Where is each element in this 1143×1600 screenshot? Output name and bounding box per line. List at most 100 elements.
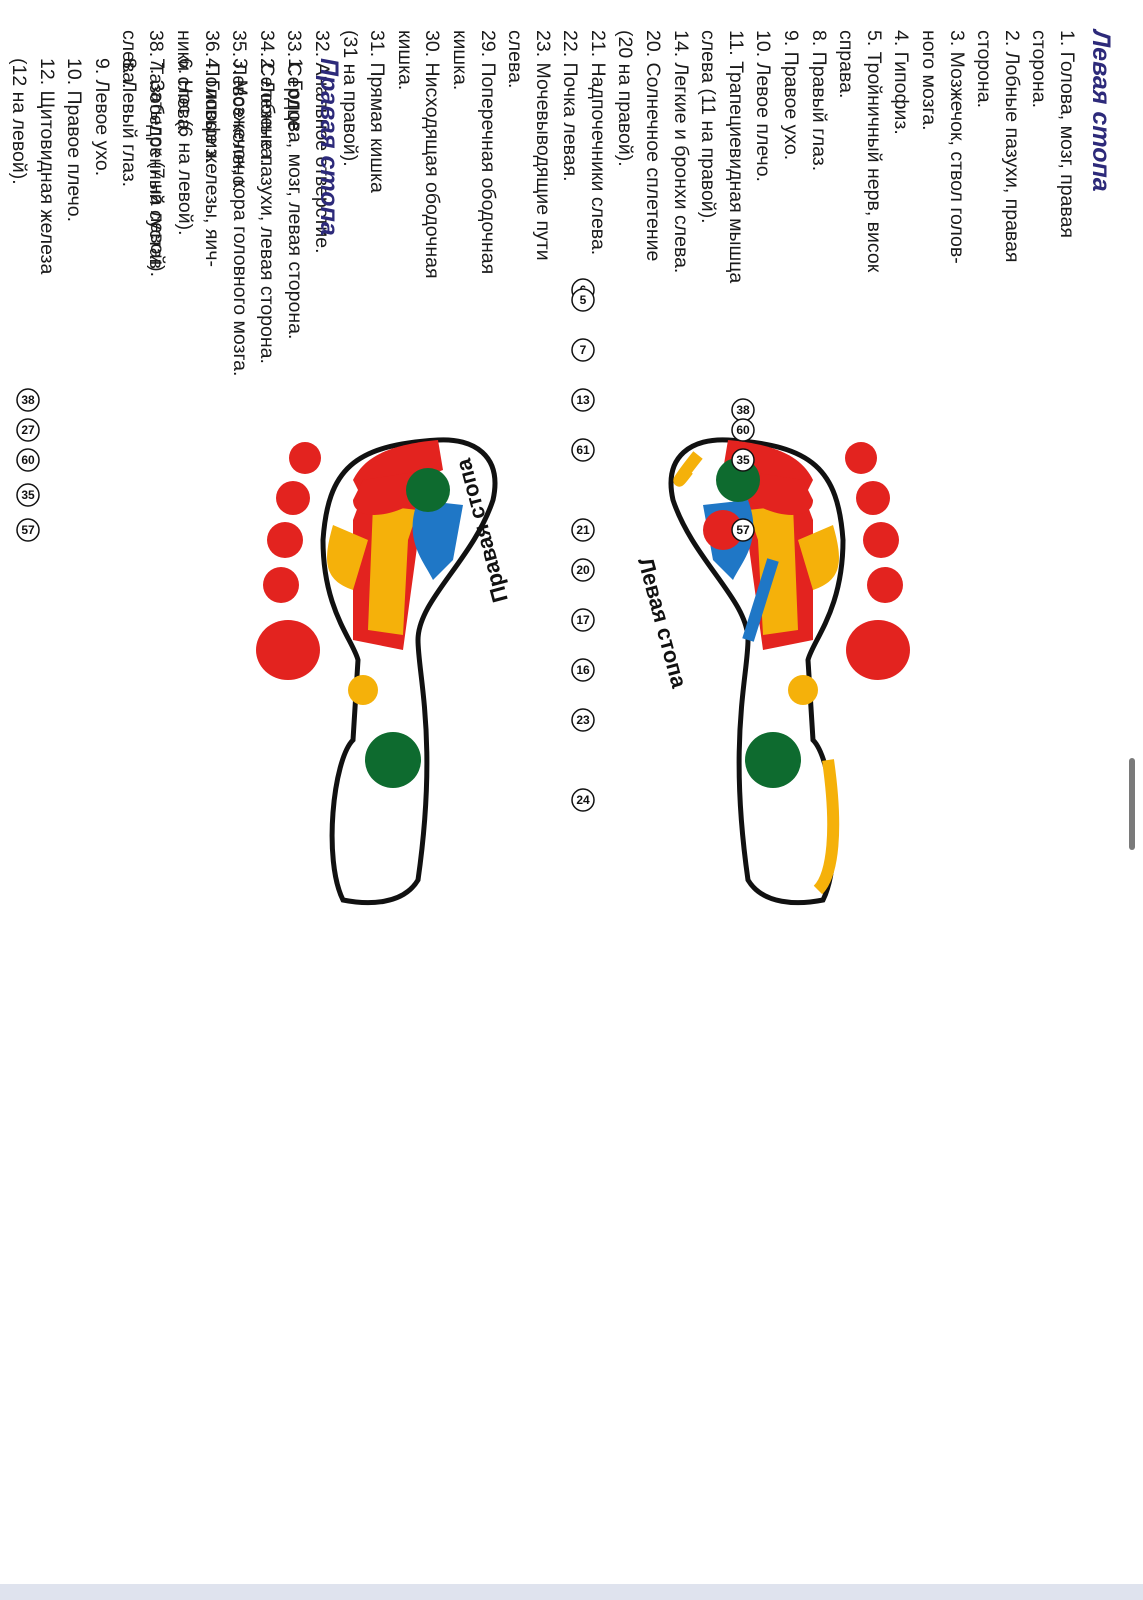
callout-right-60: 60 (16, 448, 40, 472)
callout-center-20-circle (571, 558, 595, 582)
right-zone-8 (327, 525, 368, 590)
callout-center-61: 61 (571, 438, 595, 462)
legend-left-title: Левая стопа (1087, 30, 1115, 192)
left-heel-zone (813, 759, 840, 895)
legend-left-item: 5. Тройничный нерв, висок (862, 30, 885, 273)
callout-right-60-label: 60 (21, 453, 35, 467)
callout-left-57-circle (731, 518, 755, 542)
legend-left-item: слева. (504, 30, 527, 89)
legend-right-item: 12. Щитовидная железа (35, 58, 58, 275)
legend-left-item: (20 на правой). (614, 30, 637, 167)
legend-right-item: 10. Правое плечо. (63, 58, 86, 223)
callout-center-17-label: 17 (576, 613, 590, 627)
legend-right-item: 6. Нос (6 на левой). (173, 58, 196, 236)
callout-center-7: 7 (571, 338, 595, 362)
callout-center-5-label: 5 (580, 293, 587, 307)
right-zone-18 (406, 468, 450, 512)
callout-left-35-label: 35 (736, 453, 750, 467)
callout-right-57: 57 (16, 518, 40, 542)
callouts-right-side: 38 27 60 35 57 (16, 388, 40, 542)
legend-left-item: 1. Голова, мозг, правая (1056, 30, 1078, 238)
legend-left-item: 9. Правое ухо. (780, 30, 803, 161)
legend-right-item: 4. Гипофиз. (201, 58, 224, 163)
callout-right-57-circle (16, 518, 40, 542)
left-zone-36 (745, 732, 801, 788)
right-toe-4 (276, 481, 310, 515)
callout-right-57-label: 57 (21, 523, 35, 537)
callout-center-17-circle (571, 608, 595, 632)
right-toe-5 (289, 442, 321, 474)
legend-left-item: сторона. (1028, 30, 1051, 109)
callout-center-61-label: 61 (576, 443, 590, 457)
vertical-scrollbar[interactable] (1129, 758, 1135, 850)
callout-left-57: 57 (731, 518, 755, 542)
left-toe-1 (846, 620, 910, 680)
callout-center-24: 24 (571, 788, 595, 812)
callout-center-5: 5 (571, 288, 595, 312)
legend-left-item: справа. (835, 30, 858, 99)
callout-right-27-label: 27 (21, 423, 35, 437)
callout-right-27: 27 (16, 418, 40, 442)
callout-center-21-circle (571, 518, 595, 542)
legend-right-item: (12 на левой). (8, 58, 31, 185)
legend-right-item: 13. Околощитовидные железы (0, 58, 3, 336)
legend-right-item: 3. Мозжечок, кора головного мозга. (228, 58, 251, 377)
legend-left-item: 2. Лобные пазухи, правая (1000, 30, 1023, 263)
left-zone-22-path (742, 558, 779, 642)
legend-right-item: 9. Левое ухо. (90, 58, 113, 177)
right-zone-36 (365, 732, 421, 788)
left-foot (668, 437, 910, 906)
callout-center-13: 13 (571, 388, 595, 412)
left-zone-8 (798, 525, 839, 590)
callout-center-21-label: 21 (576, 523, 590, 537)
legend-right-foot: Правая стопа 1. Голова, мозг, левая стор… (0, 58, 343, 958)
left-zone-61 (788, 675, 818, 705)
legend-left-item: 30. Нисходящая ободочная (421, 30, 444, 279)
callout-center-20-label: 20 (576, 563, 590, 577)
legend-left-item: 20. Солнечное сплетение (642, 30, 665, 262)
callout-left-60-label: 60 (736, 423, 750, 437)
callout-center-23-label: 23 (576, 713, 590, 727)
callout-center-23-circle (571, 708, 595, 732)
callout-center-20: 20 (571, 558, 595, 582)
legend-right-item: 7. Затылок (7 на левой). (146, 58, 169, 278)
legend-right-item: 2. Лобные пазухи, левая сторона. (256, 58, 279, 364)
callout-center-13-circle (571, 388, 595, 412)
right-zone-61 (348, 675, 378, 705)
right-zone-14 (412, 500, 463, 580)
callout-right-38: 38 (16, 388, 40, 412)
left-zone-33 (703, 510, 743, 550)
legend-left-item: 22. Почка левая. (559, 30, 582, 182)
callout-center-13-label: 13 (576, 393, 590, 407)
callout-center-24-circle (571, 788, 595, 812)
callout-left-60: 60 (731, 418, 755, 442)
legend-right-item: 1. Голова, мозг, левая сторона. (284, 58, 306, 340)
left-heel-zone-2 (673, 451, 703, 487)
legend-left-item: 11. Трапециевидная мышца (724, 30, 747, 284)
callout-right-38-label: 38 (21, 393, 35, 407)
callout-left-60-circle (731, 418, 755, 442)
right-zone-25 (368, 505, 418, 635)
legend-left-item: 29. Поперечная ободочная (476, 30, 499, 275)
right-foot (256, 437, 498, 906)
callout-center-16-circle (571, 658, 595, 682)
callout-left-57-label: 57 (736, 523, 750, 537)
left-toe-5 (845, 442, 877, 474)
legend-left-item: ного мозга. (918, 30, 941, 131)
callout-center-16: 16 (571, 658, 595, 682)
legend-left-item: 4. Гипофиз. (890, 30, 913, 135)
legend-right-title: Правая стопа (315, 58, 343, 236)
legend-left-item: сторона. (973, 30, 996, 109)
callout-right-35-label: 35 (21, 488, 35, 502)
left-toe-4 (856, 481, 890, 515)
legend-left-item: 21. Надпочечники слева. (586, 30, 609, 256)
callout-left-35: 35 (731, 448, 755, 472)
callouts-center: 6571361212017162324 (571, 278, 595, 812)
left-toe-2 (867, 567, 903, 603)
legend-left-item: 23. Мочевыводящие пути (531, 30, 554, 261)
legend-left-item: 31. Прямая кишка (366, 30, 389, 193)
right-toe-1 (256, 620, 320, 680)
